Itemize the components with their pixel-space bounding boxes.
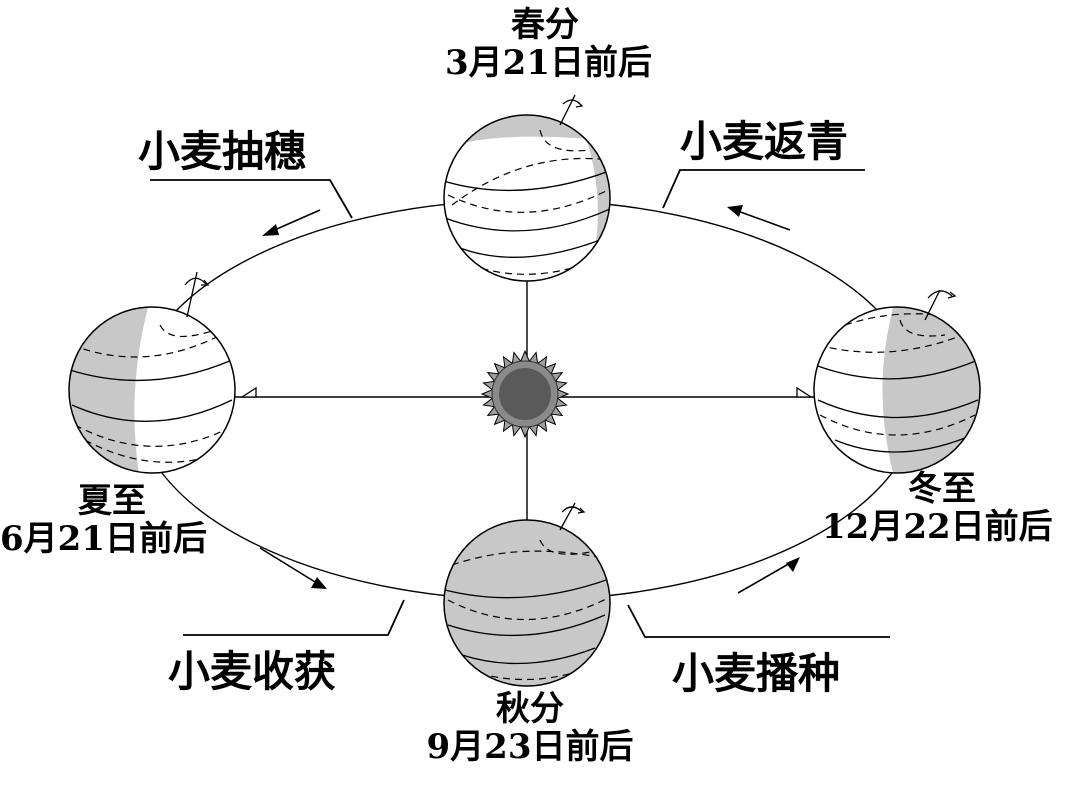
season-date: 3月21日前后 [445, 43, 652, 83]
earth-globe-spring-icon [443, 94, 611, 282]
season-label-winter: 冬至 12月22日前后 [822, 470, 1080, 546]
wheat-stage-sowing: 小麦播种 [672, 649, 841, 698]
earth-globe-winter-icon [813, 289, 981, 474]
arrow-heads [262, 205, 800, 589]
season-name: 夏至 [78, 481, 146, 521]
earth-globe-summer-icon [68, 271, 236, 474]
season-date: 6月21日前后 [0, 519, 207, 559]
season-date: 9月23日前后 [426, 727, 634, 767]
season-name: 冬至 [908, 469, 976, 509]
sun-icon [480, 349, 570, 439]
season-name: 秋分 [496, 689, 564, 729]
season-label-spring: 春分 3月21日前后 [445, 5, 652, 83]
leader-lines [150, 169, 890, 638]
wheat-stage-heading: 小麦抽穗 [138, 127, 307, 176]
season-name: 春分 [511, 5, 579, 45]
earth-globe-autumn-icon [443, 502, 611, 687]
wheat-stage-regreening: 小麦返青 [680, 117, 849, 166]
wheat-stage-harvest: 小麦收获 [168, 647, 337, 696]
orbit-direction-arrows [259, 209, 793, 594]
season-label-autumn: 秋分 9月23日前后 [410, 690, 650, 766]
season-date: 12月22日前后 [822, 507, 1053, 547]
season-label-summer: 夏至 6月21日前后 [0, 482, 240, 558]
